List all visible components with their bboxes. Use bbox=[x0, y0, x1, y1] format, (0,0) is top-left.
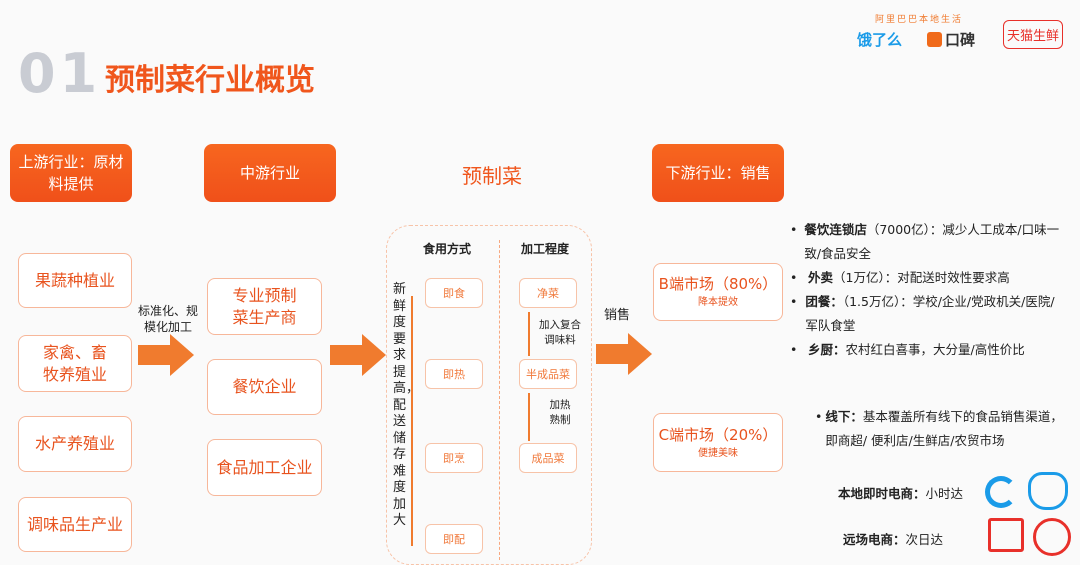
section-number: 01 bbox=[18, 42, 102, 105]
bullet-bold: 线下： bbox=[825, 409, 863, 424]
bullet-bold: 外卖 bbox=[808, 270, 834, 285]
upstream-item: 调味品生产业 bbox=[18, 497, 132, 552]
b-market-sub: 降本提效 bbox=[698, 297, 738, 308]
bullet-bold: 乡厨： bbox=[808, 342, 846, 357]
center-panel: 食用方式 加工程度 新鲜度要求提高，配送储存难度加大 即食 即热 即烹 即配 净… bbox=[386, 225, 592, 565]
eleme-icon bbox=[985, 476, 1017, 508]
c-market-bullet: •线下：基本覆盖所有线下的食品销售渠道，即商超/ 便利店/生鲜店/农贸市场 bbox=[815, 409, 1063, 448]
remote-ecom-value: 次日达 bbox=[905, 532, 944, 547]
bullet-bold: 餐饮连锁店 bbox=[804, 222, 867, 237]
remote-ecom-label: 远场电商： bbox=[843, 532, 906, 547]
processing-level: 成品菜 bbox=[519, 443, 577, 473]
consumption-mode: 即热 bbox=[425, 359, 483, 389]
b-market-box: B端市场（80%） 降本提效 bbox=[653, 263, 783, 321]
midstream-item: 餐饮企业 bbox=[207, 359, 322, 415]
page-title: 预制菜行业概览 bbox=[105, 63, 315, 98]
upstream-item: 果蔬种植业 bbox=[18, 253, 132, 308]
bullet-text: 基本覆盖所有线下的食品销售渠道，即商超/ 便利店/生鲜店/农贸市场 bbox=[825, 409, 1063, 448]
processing-level: 净菜 bbox=[519, 278, 577, 308]
koubei-icon bbox=[927, 32, 942, 47]
step1-label: 加入复合调味料 bbox=[539, 319, 581, 346]
midstream-item: 食品加工企业 bbox=[207, 439, 322, 496]
upstream-item: 家禽、畜牧养殖业 bbox=[18, 335, 132, 392]
remote-ecom: 远场电商：次日达 bbox=[843, 528, 943, 552]
arrow1-label: 标准化、规模化加工 bbox=[137, 304, 198, 334]
step2-label: 加热熟制 bbox=[549, 399, 571, 426]
midstream-item: 专业预制菜生产商 bbox=[207, 278, 322, 335]
down-arrow-line bbox=[411, 296, 413, 546]
koubei-logo: 口碑 bbox=[945, 31, 976, 49]
center-header: 预制菜 bbox=[462, 164, 522, 188]
arrow-right-icon bbox=[596, 333, 652, 375]
consumption-mode: 即烹 bbox=[425, 443, 483, 473]
alibaba-tagline: 阿里巴巴本地生活 bbox=[875, 15, 964, 25]
processing-level: 半成品菜 bbox=[519, 359, 577, 389]
arrow3-label: 销售 bbox=[604, 308, 631, 323]
b-market-title: B端市场（80%） bbox=[658, 275, 778, 293]
bullet-text: （1.5万亿）：学校/企业/党政机关/医院/军队食堂 bbox=[805, 294, 1055, 333]
midstream-header: 中游行业 bbox=[204, 144, 336, 202]
downstream-header: 下游行业：销售 bbox=[652, 144, 784, 202]
eleme-logo: 饿了么 bbox=[857, 31, 903, 49]
b-market-bullets: •餐饮连锁店（7000亿）：减少人工成本/口味一致/食品安全 •外卖（1万亿）：… bbox=[790, 222, 1060, 357]
hema-icon bbox=[1028, 472, 1068, 510]
local-ecom-label: 本地即时电商： bbox=[838, 486, 926, 501]
tmall-fresh-logo: 天猫生鲜 bbox=[1003, 20, 1064, 49]
c-market-title: C端市场（20%） bbox=[658, 425, 778, 444]
bullet-text: （7000亿）：减少人工成本/口味一致/食品安全 bbox=[804, 222, 1060, 261]
down-arrow-icon bbox=[528, 312, 530, 356]
vertical-note: 新鲜度要求提高，配送储存难度加大 bbox=[393, 282, 420, 528]
tmall-bag-icon bbox=[988, 518, 1024, 552]
bullet-text: （1万亿）：对配送时效性要求高 bbox=[833, 270, 1010, 285]
consumption-mode: 即配 bbox=[425, 524, 483, 554]
arrow-right-icon bbox=[138, 334, 194, 376]
bullet-bold: 团餐： bbox=[805, 294, 843, 309]
down-arrow-icon bbox=[528, 393, 530, 441]
c-market-sub: 便捷美味 bbox=[698, 447, 738, 459]
bullet-text: 农村红白喜事，大分量/高性价比 bbox=[845, 342, 1025, 357]
col-title-processing: 加工程度 bbox=[521, 242, 570, 256]
upstream-item: 水产养殖业 bbox=[18, 416, 132, 472]
partner-logos: 阿里巴巴本地生活 饿了么 口碑 天猫生鲜 bbox=[855, 12, 1075, 54]
consumption-mode: 即食 bbox=[425, 278, 483, 308]
col-title-consumption: 食用方式 bbox=[423, 242, 472, 256]
c-market-box: C端市场（20%） 便捷美味 bbox=[653, 413, 783, 472]
arrow-right-icon bbox=[330, 334, 386, 376]
local-ecom-value: 小时达 bbox=[925, 486, 964, 501]
local-ecom: 本地即时电商：小时达 bbox=[838, 482, 963, 506]
upstream-header: 上游行业：原材料提供 bbox=[10, 144, 132, 202]
fish-icon bbox=[1033, 518, 1071, 556]
column-divider bbox=[499, 240, 500, 560]
